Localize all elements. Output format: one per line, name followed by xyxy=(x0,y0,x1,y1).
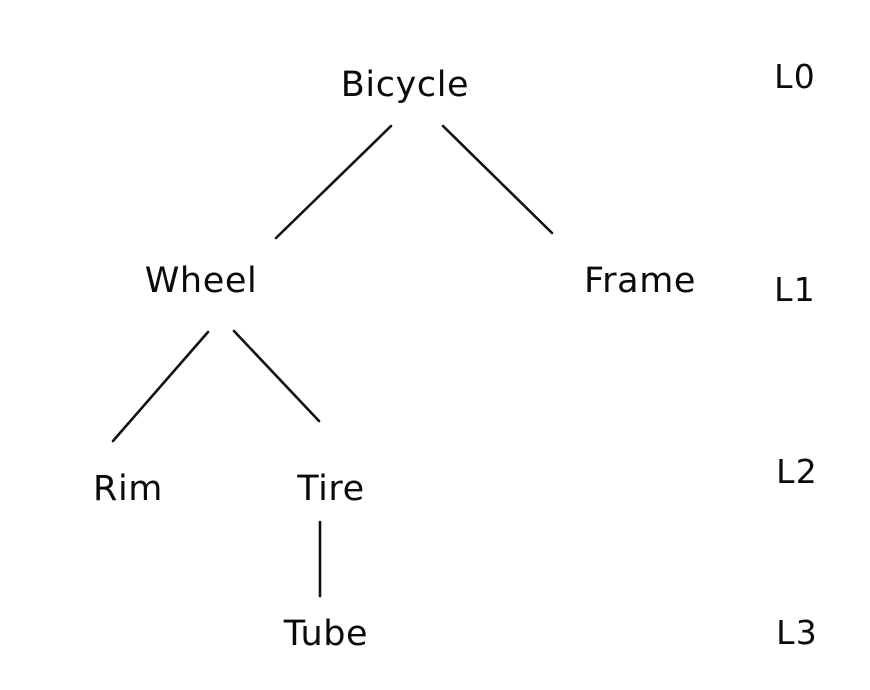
node-wheel[interactable]: Wheel xyxy=(145,261,258,301)
edge-bicycle-frame xyxy=(441,124,554,235)
level-label-l3: L3 xyxy=(776,613,818,652)
level-label-group: L0 L1 L2 L3 xyxy=(774,57,818,652)
node-bicycle[interactable]: Bicycle xyxy=(341,65,469,105)
level-label-l1: L1 xyxy=(774,270,816,309)
level-label-l0: L0 xyxy=(774,57,816,96)
node-tube[interactable]: Tube xyxy=(283,614,368,654)
edge-wheel-tire xyxy=(232,329,321,423)
edge-group xyxy=(111,124,554,598)
edge-bicycle-wheel xyxy=(274,124,393,240)
node-frame[interactable]: Frame xyxy=(584,261,696,301)
node-tire[interactable]: Tire xyxy=(296,469,365,509)
edge-wheel-rim xyxy=(111,330,210,443)
level-label-l2: L2 xyxy=(776,452,818,491)
node-rim[interactable]: Rim xyxy=(93,469,163,509)
node-group: Bicycle Wheel Frame Rim Tire Tube xyxy=(93,65,696,654)
